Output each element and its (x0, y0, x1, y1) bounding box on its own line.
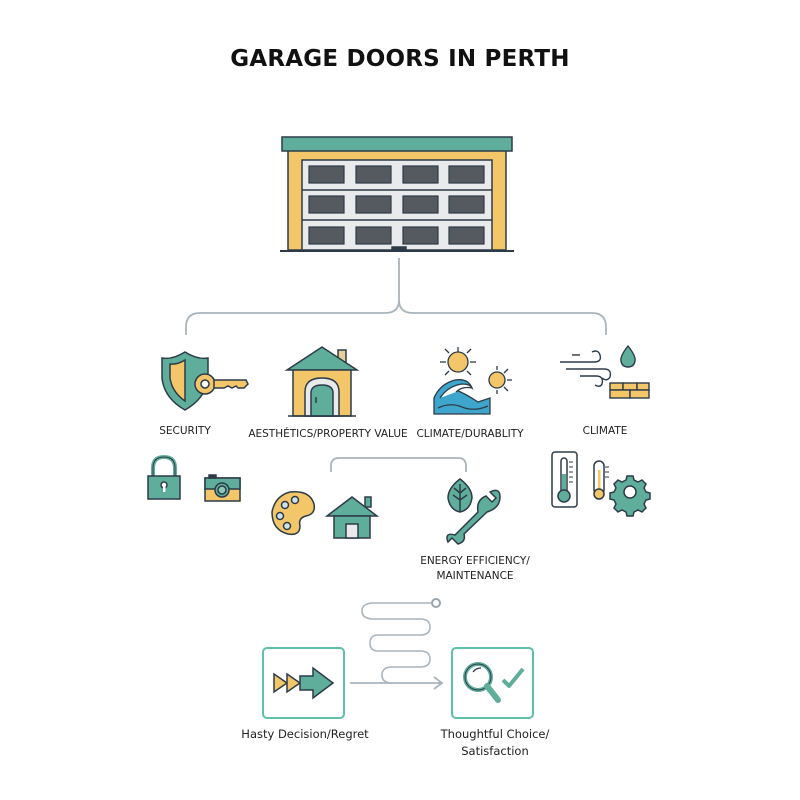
category-label-energy: ENERGY EFFICIENCY/ MAINTENANCE (420, 555, 530, 582)
leaf-wrench-icon (446, 478, 501, 545)
hasty-decision-label: Hasty Decision/Regret (241, 727, 369, 741)
branch-connector (185, 258, 607, 335)
category-label-security: SECURITY (159, 425, 211, 437)
thoughtful-choice-box (451, 647, 534, 719)
page-title: GARAGE DOORS IN PERTH (230, 46, 570, 72)
energy-connector (330, 457, 467, 472)
hasty-decision-box (262, 647, 345, 719)
decision-path-line (361, 602, 433, 684)
category-label-climate: CLIMATE (582, 425, 628, 437)
gear-icon (609, 475, 651, 517)
camera-icon (204, 474, 241, 502)
fast-forward-arrows-icon (273, 666, 335, 700)
wind-rain-brick-icon (560, 344, 650, 399)
thoughtful-choice-label: Thoughtful Choice/ Satisfaction (440, 727, 550, 758)
category-label-climate-durability: CLIMATE/DURABLITY (416, 428, 524, 440)
padlock-icon (147, 454, 181, 500)
arrow-connector (350, 676, 444, 690)
magnifier-check-icon (463, 662, 525, 703)
house-arch-door-icon (284, 346, 360, 417)
category-label-aesthetics: AESTHÉTICS/PROPERTY VALUE (248, 428, 408, 440)
sun-wave-icon (433, 347, 512, 415)
garage-door-icon (280, 136, 514, 252)
shield-key-icon (161, 351, 249, 411)
small-thermometer-icon (593, 460, 609, 500)
path-start-node (431, 598, 441, 608)
palette-icon (271, 491, 316, 536)
house-icon (324, 496, 380, 539)
thermometer-icon (551, 451, 578, 508)
